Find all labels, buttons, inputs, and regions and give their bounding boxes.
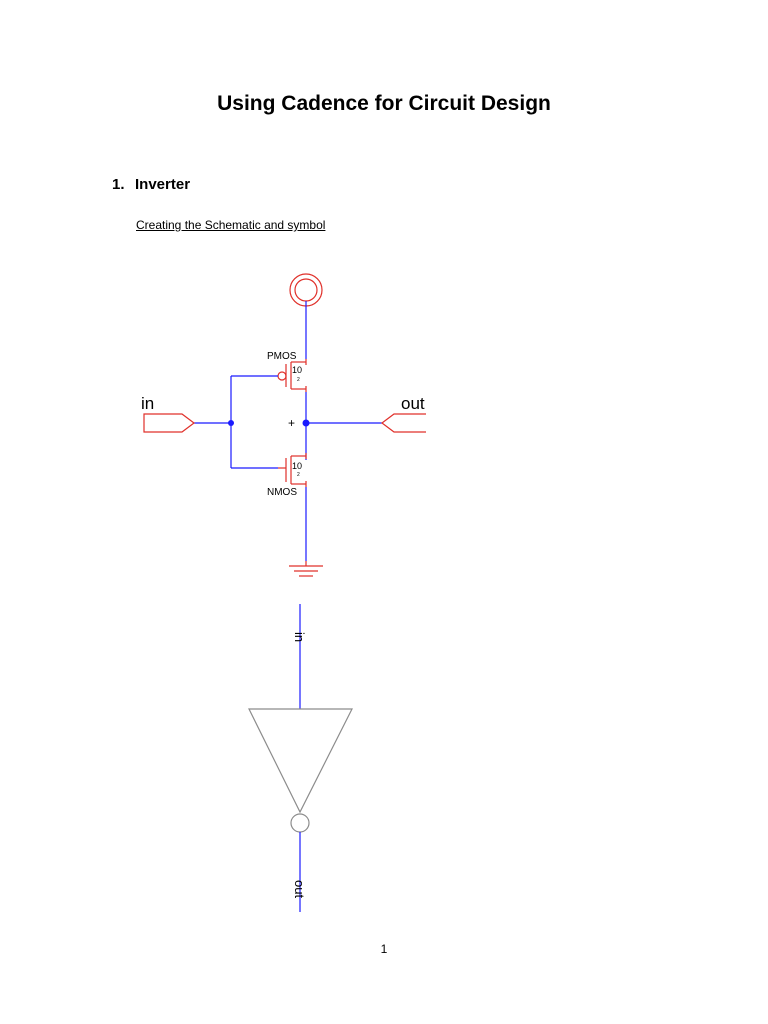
symbol-input-label: in bbox=[292, 632, 307, 642]
inverter-bubble bbox=[290, 813, 310, 833]
vdd-symbol-inner bbox=[294, 278, 318, 302]
output-pin-label: out bbox=[401, 394, 425, 413]
input-junction bbox=[228, 420, 234, 426]
input-pin bbox=[143, 413, 195, 433]
nmos-length: 2 bbox=[297, 472, 300, 478]
output-pin bbox=[381, 413, 433, 433]
pmos-transistor bbox=[277, 359, 307, 392]
pmos-label: PMOS bbox=[267, 351, 297, 362]
inverter-schematic: PMOS 10 2 10 2 NMOS in out + bbox=[136, 255, 433, 590]
pmos-length: 2 bbox=[297, 377, 300, 383]
plus-mark: + bbox=[288, 416, 295, 430]
page-title: Using Cadence for Circuit Design bbox=[217, 92, 551, 115]
nmos-label: NMOS bbox=[267, 487, 297, 498]
inverter-symbol: in out bbox=[243, 592, 355, 920]
schematic-canvas: PMOS 10 2 10 2 NMOS in out + bbox=[141, 273, 433, 577]
symbol-output-label: out bbox=[292, 880, 307, 898]
input-pin-label: in bbox=[141, 394, 154, 413]
ground-symbol bbox=[289, 561, 323, 577]
inverter-triangle bbox=[248, 708, 353, 814]
symbol-canvas: in out bbox=[248, 604, 353, 912]
subheading: Creating the Schematic and symbol bbox=[136, 218, 326, 232]
section-heading: 1. Inverter bbox=[112, 176, 190, 193]
section-number: 1. bbox=[112, 176, 125, 193]
pmos-width: 10 bbox=[292, 365, 302, 375]
page-number: 1 bbox=[380, 942, 388, 956]
output-junction bbox=[302, 419, 310, 427]
nmos-width: 10 bbox=[292, 461, 302, 471]
section-title: Inverter bbox=[135, 176, 191, 193]
nmos-transistor bbox=[278, 453, 307, 487]
